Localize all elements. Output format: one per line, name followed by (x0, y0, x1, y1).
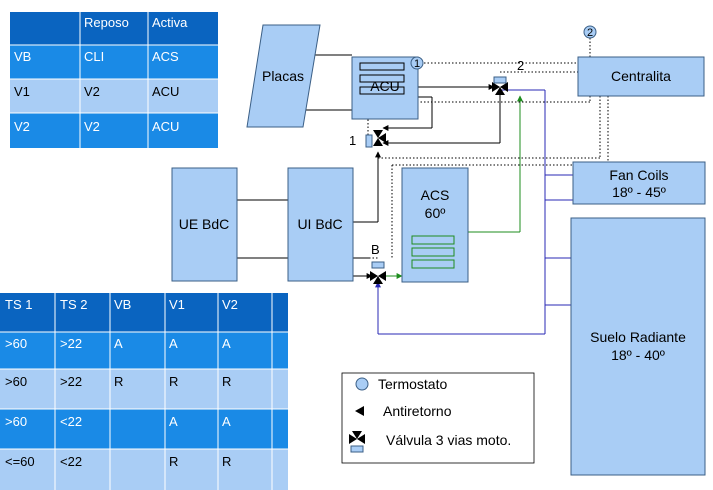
legend: Termostato Antiretorno Válvula 3 vias mo… (341, 372, 535, 464)
table2-cell: A (222, 336, 231, 351)
valve-2-label: 2 (517, 58, 524, 73)
table2-cell: <22 (60, 454, 82, 469)
table1-cell: V1 (14, 84, 30, 99)
acu-block: ACU (351, 56, 419, 120)
suelo-label: Suelo Radiante (590, 329, 686, 345)
table2-cell: R (222, 374, 231, 389)
table1-cell: ACU (152, 119, 179, 134)
acs-temp: 60º (425, 205, 446, 221)
table2-header: TS 1 (5, 297, 32, 312)
table2-cell: R (114, 374, 123, 389)
table2-cell: <22 (60, 414, 82, 429)
table1-cell: VB (14, 49, 31, 64)
centralita-block: Centralita (577, 56, 705, 97)
acs-block: ACS 60º (401, 167, 469, 283)
ue-bdc-block: UE BdC (171, 167, 238, 282)
placas-label: Placas (262, 68, 304, 84)
table2-header: TS 2 (60, 297, 87, 312)
table2-cell: <=60 (5, 454, 35, 469)
table1-cell: ACU (152, 84, 179, 99)
table2-cell: A (169, 336, 178, 351)
valve-b-label: B (371, 242, 380, 257)
termostato-legend-icon (355, 377, 369, 391)
table2-cell: >22 (60, 374, 82, 389)
table2-cell: R (222, 454, 231, 469)
table1-header-activa: Activa (152, 15, 188, 30)
acs-label: ACS (421, 187, 450, 203)
table2-cell: A (169, 414, 178, 429)
legend-termostato: Termostato (378, 376, 447, 392)
table2-cell: A (114, 336, 123, 351)
ui-bdc-block: UI BdC (287, 167, 354, 282)
legend-valvula: Válvula 3 vias moto. (386, 432, 511, 448)
table1-cell: V2 (14, 119, 30, 134)
table2-cell: >60 (5, 374, 27, 389)
valve-v1-icon (365, 130, 386, 148)
table2-header: V2 (222, 297, 238, 312)
sensor-logic-table: TS 1 TS 2 VB V1 V2 >60 >22 A A A >60 >22… (0, 293, 288, 490)
pipes-black (237, 54, 501, 279)
table1-cell: CLI (84, 49, 104, 64)
valve-legend-icon (349, 431, 365, 453)
valve-vb-icon (370, 261, 386, 284)
table1-cell: V2 (84, 119, 100, 134)
table1-header-reposo: Reposo (84, 15, 129, 30)
suelo-range: 18º - 40º (611, 347, 665, 363)
acu-label: ACU (370, 78, 400, 94)
pipes-blue (375, 89, 573, 335)
sensor-1-label: 1 (414, 58, 420, 70)
control-lines (355, 38, 609, 259)
placas-block: Placas (246, 24, 321, 128)
valve-state-table: Reposo Activa VB CLI ACS V1 V2 ACU V2 V2… (10, 12, 218, 148)
ue-bdc-label: UE BdC (179, 216, 230, 232)
table1-cell: ACS (152, 49, 179, 64)
table2-cell: R (169, 374, 178, 389)
fan-coils-range: 18º - 45º (612, 184, 666, 200)
table1-cell: V2 (84, 84, 100, 99)
table2-cell: R (169, 454, 178, 469)
fan-coils-label: Fan Coils (609, 167, 668, 183)
table2-header: VB (114, 297, 131, 312)
legend-antiretorno: Antiretorno (383, 403, 452, 419)
table2-cell: >60 (5, 414, 27, 429)
suelo-radiante-block: Suelo Radiante 18º - 40º (570, 217, 706, 476)
thermostat-2-icon: 2 (583, 25, 597, 39)
table2-cell: >60 (5, 336, 27, 351)
table2-header: V1 (169, 297, 185, 312)
ui-bdc-label: UI BdC (297, 216, 342, 232)
antiretorno-legend-icon (355, 406, 364, 416)
valve-1-label: 1 (349, 133, 356, 148)
centralita-label: Centralita (611, 68, 671, 84)
thermostat-1-icon: 1 (410, 56, 424, 70)
fan-coils-block: Fan Coils 18º - 45º (572, 161, 706, 205)
sensor-2-label: 2 (587, 27, 593, 39)
table2-cell: >22 (60, 336, 82, 351)
table2-cell: A (222, 414, 231, 429)
valve-v2-icon (492, 76, 508, 95)
